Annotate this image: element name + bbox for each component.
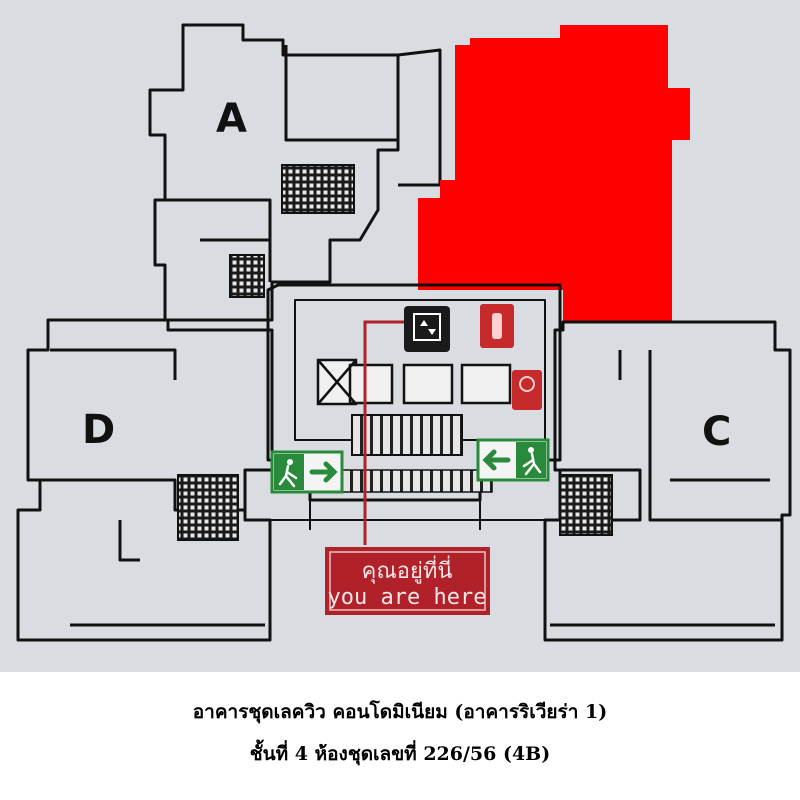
elevator-icon xyxy=(404,306,450,352)
exit-left-icon xyxy=(476,438,550,482)
elevator-shafts xyxy=(316,358,512,406)
fire-alarm-icon xyxy=(512,370,542,410)
exit-right-icon xyxy=(270,450,344,494)
unit-b-highlight xyxy=(418,25,690,322)
unit-c-label: C xyxy=(702,409,731,455)
caption-line-2: ชั้นที่ 4 ห้องชุดเลขที่ 226/56 (4B) xyxy=(249,743,551,765)
unit-d-stair-grid xyxy=(177,474,239,541)
fire-extinguisher-icon xyxy=(480,304,514,348)
unit-c-outline xyxy=(543,320,792,642)
floor-plan-map: A D C xyxy=(16,23,792,642)
central-stairs xyxy=(351,414,463,456)
unit-d-label: D xyxy=(82,407,115,453)
unit-a-outline xyxy=(148,23,442,322)
unit-a-stair-grid xyxy=(281,164,355,214)
unit-c-stair-grid xyxy=(559,474,613,536)
you-are-here-sign: คุณอยู่ที่นี่ you are here xyxy=(325,547,490,615)
caption-line-1: อาคารชุดเลควิว คอนโดมิเนียม (อาคารริเวีย… xyxy=(192,701,608,723)
unit-a-label: A xyxy=(216,96,247,142)
floor-plan-photo: A D C xyxy=(0,0,800,672)
you-are-here-thai: คุณอยู่ที่นี่ xyxy=(362,555,453,584)
you-are-here-english: you are here xyxy=(328,585,487,610)
